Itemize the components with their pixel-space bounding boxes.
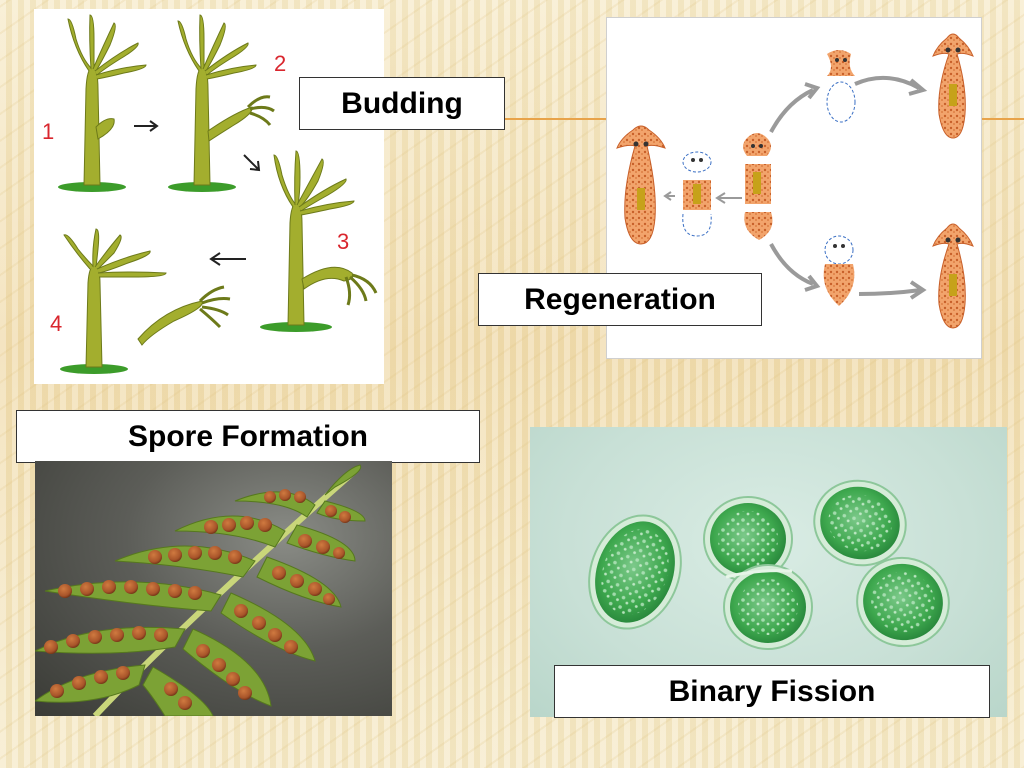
- arrow-right-top-icon: [854, 75, 920, 90]
- arrow-right-bottom-icon: [858, 288, 922, 296]
- arrow-up-curve-icon: [769, 88, 814, 133]
- budding-connector-line: [503, 118, 608, 120]
- planaria-segments: [743, 133, 773, 240]
- planaria-cut-pieces: [682, 151, 712, 237]
- cell-pair-separating: [813, 479, 950, 648]
- hydra-stage-2: [168, 14, 275, 192]
- spore-formation-label: Spore Formation: [16, 410, 480, 463]
- planaria-regenerated-bottom: [932, 223, 974, 329]
- fern-spore-photo: [35, 461, 392, 716]
- regeneration-label: Regeneration: [478, 273, 762, 326]
- hydra-stage-3: [260, 150, 378, 332]
- planaria-regenerating-tail: [823, 235, 855, 306]
- cell-1: [588, 514, 682, 630]
- hydra-stage-1: [58, 14, 147, 192]
- arrow-right-icon: [134, 120, 159, 132]
- stage-number-1: 1: [42, 119, 54, 144]
- stage-number-3: 3: [337, 229, 349, 254]
- binary-fission-label: Binary Fission: [554, 665, 990, 718]
- planaria-regenerating-head: [826, 50, 856, 123]
- binary-fission-label-text: Binary Fission: [668, 674, 876, 708]
- arrow-down-curve-icon: [769, 243, 814, 286]
- stage-number-2: 2: [274, 51, 286, 76]
- binary-fission-photo: [530, 427, 1007, 717]
- budding-label-text: Budding: [341, 86, 463, 120]
- cell-pair-dividing: [703, 496, 813, 650]
- stage-number-4: 4: [50, 311, 62, 336]
- regeneration-connector-line: [980, 118, 1024, 120]
- arrow-down-right-icon: [243, 154, 261, 172]
- spore-formation-label-text: Spore Formation: [127, 419, 368, 453]
- arrow-left-icon: [209, 252, 246, 266]
- budding-label: Budding: [299, 77, 505, 130]
- regeneration-label-text: Regeneration: [524, 282, 716, 316]
- sori-cluster: [44, 489, 351, 710]
- hydra-budding-diagram: 1 2 3: [34, 9, 384, 384]
- hydra-stage-4: [60, 228, 231, 374]
- planaria-whole: [616, 125, 666, 245]
- planaria-regenerated-top: [932, 33, 974, 139]
